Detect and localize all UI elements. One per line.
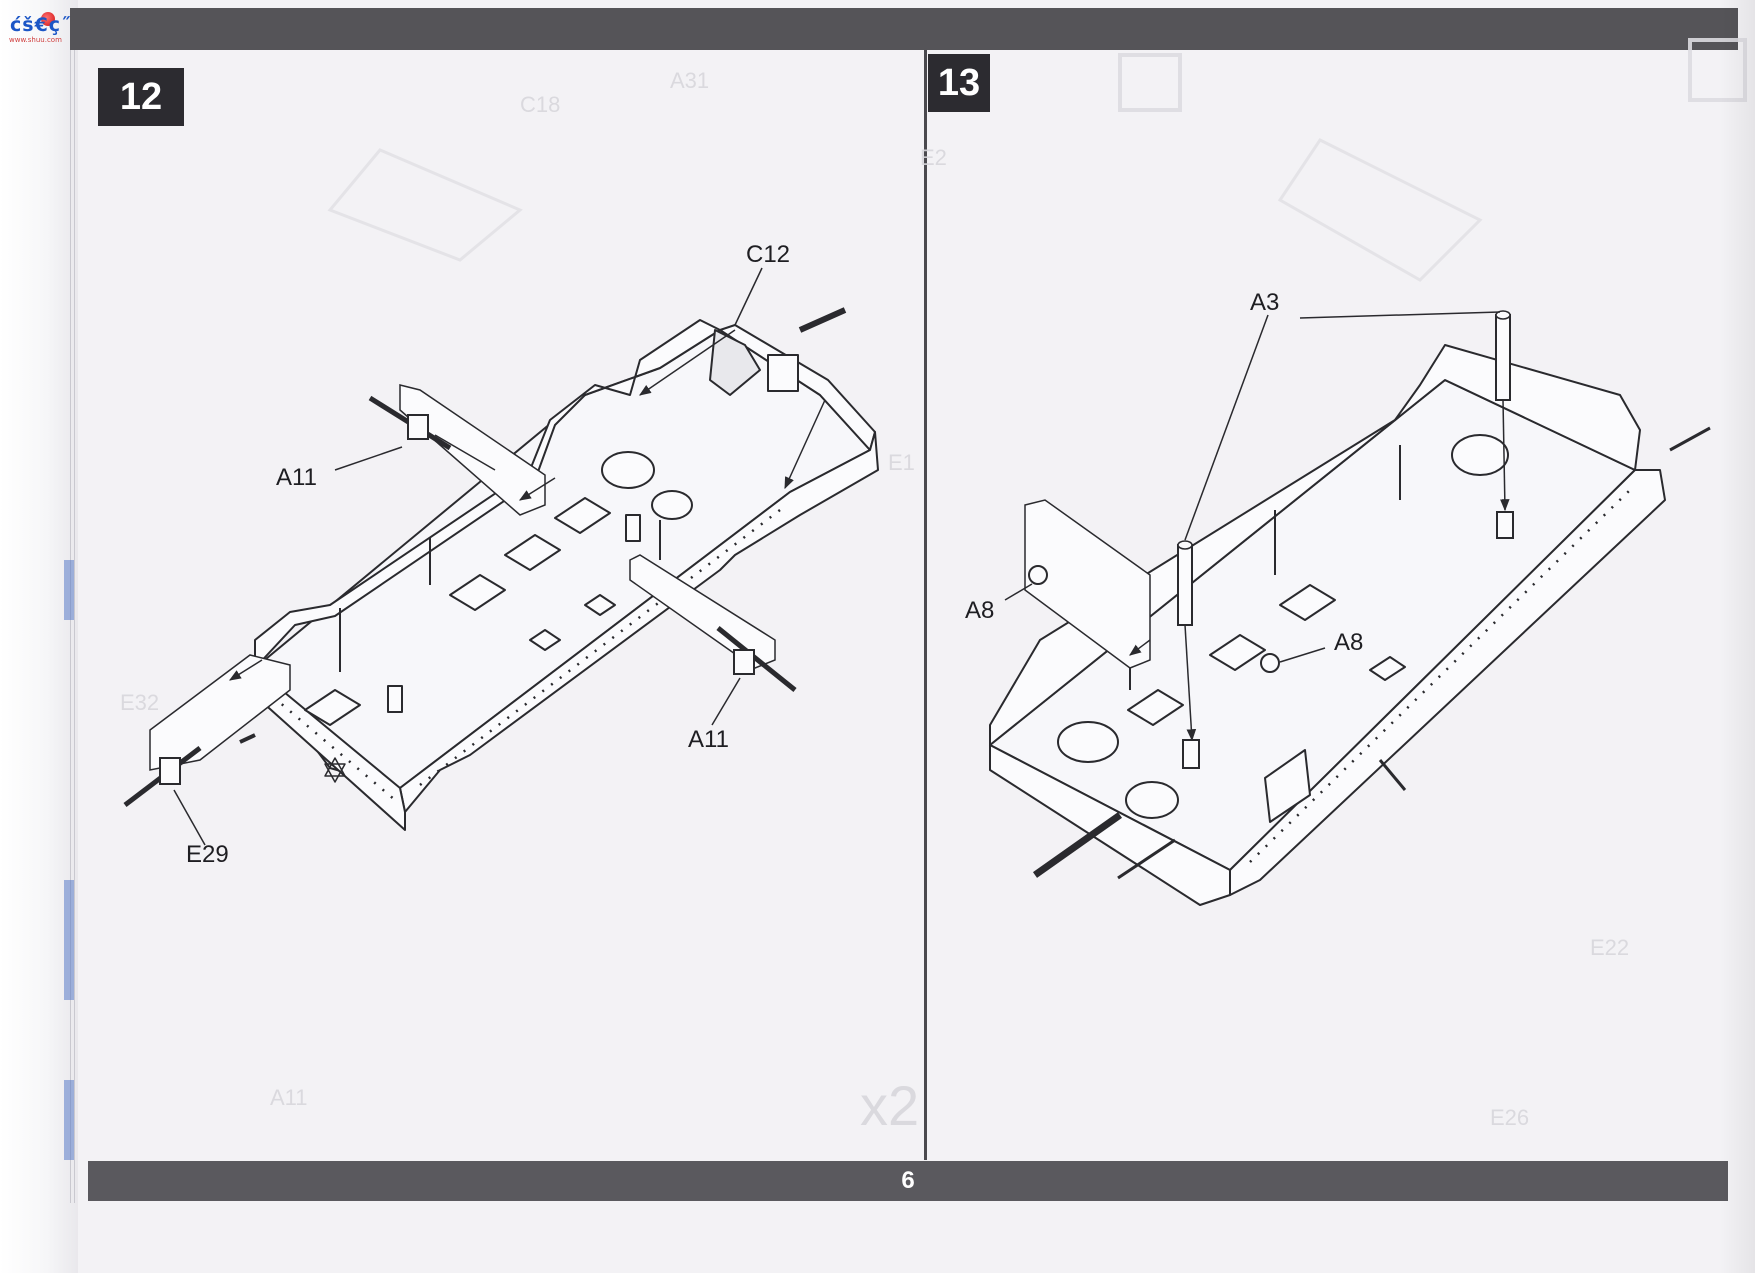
ghost-label: A11	[270, 1085, 308, 1110]
side-plate	[629, 554, 776, 669]
binding-mark	[64, 1080, 74, 1160]
binding-edge-line	[74, 40, 75, 1203]
ghost-label: x2	[860, 1074, 919, 1137]
ghost-label: E26	[1490, 1105, 1529, 1130]
part-a8-right	[1260, 653, 1280, 673]
leader-line	[711, 677, 741, 726]
top-band	[70, 8, 1738, 50]
label-a11: A11	[688, 726, 729, 753]
ghost-label: C18	[520, 92, 560, 117]
ghost-label: A31	[670, 68, 709, 93]
floor-hatch	[504, 534, 561, 571]
binding-strip	[0, 0, 78, 1273]
part-a11-upper	[368, 395, 452, 451]
floor-opening	[601, 451, 655, 489]
instruction-page: 6 12 13	[70, 8, 1738, 1208]
leader-line	[1004, 583, 1033, 601]
ghost-label: E32	[120, 690, 159, 715]
assembly-arrow	[518, 477, 556, 501]
floor-hatch	[554, 497, 611, 534]
leader-line	[334, 446, 403, 471]
step-12-labels: C12 A11 A11 E29	[186, 241, 790, 868]
part-a11-lower	[716, 626, 797, 692]
panel-divider	[924, 50, 927, 1160]
leader-line	[434, 434, 496, 471]
binding-mark	[64, 560, 74, 620]
label-e29: E29	[186, 841, 229, 868]
side-plate	[399, 384, 546, 516]
hull-right-wall	[399, 431, 879, 813]
step-12-badge: 12	[98, 68, 184, 126]
part-a3-left	[1177, 540, 1200, 769]
binding-edge-line	[70, 40, 71, 1203]
label-a3: A3	[1250, 289, 1279, 316]
hull-left-wall	[254, 319, 721, 669]
part-a3-right	[1495, 310, 1514, 539]
label-c12: C12	[746, 241, 790, 268]
step-12-hull	[239, 307, 879, 831]
step-13-callouts	[1004, 310, 1514, 769]
ghost-label: E2	[920, 145, 947, 170]
leader-line	[734, 267, 763, 326]
leader-line	[1299, 311, 1501, 319]
binding-mark	[64, 880, 74, 1000]
hull-floor	[254, 329, 871, 789]
rear-armor-plate	[1024, 499, 1151, 669]
ghost-label: E22	[1590, 935, 1629, 960]
step-12-callouts	[123, 267, 826, 846]
floor-post	[625, 514, 641, 542]
leader-line	[1184, 314, 1269, 541]
step-13-labels: A3 A8 A8	[965, 289, 1363, 656]
step-13-badge: 13	[928, 54, 990, 112]
page-number: 6	[901, 1167, 915, 1194]
hull-far-wall	[989, 344, 1641, 746]
site-watermark-logo: ćš€ç˝‘ www.shuu.com	[4, 6, 79, 44]
watermark-site-name: ćš€ç˝‘	[10, 14, 80, 36]
front-box	[767, 354, 799, 392]
label-a11: A11	[276, 464, 317, 491]
label-a8: A8	[965, 597, 994, 624]
assembly-arrow	[784, 399, 826, 490]
step-13-hull	[989, 344, 1711, 906]
part-a8-left	[1028, 565, 1048, 585]
ghost-label: E1	[888, 450, 915, 475]
bottom-band: 6	[88, 1161, 1728, 1201]
show-through-ghost: C18 A31 E2 E1 E22 E26 A11 x2 E32	[120, 38, 1747, 1137]
watermark-url: www.shuu.com	[9, 36, 62, 44]
rear-armor-plate	[149, 654, 291, 771]
part-e29	[123, 746, 202, 807]
assembly-arrow	[1129, 639, 1151, 656]
label-a8: A8	[1334, 629, 1363, 656]
hull-marking-star	[324, 757, 346, 783]
scan-edge-shadow	[1720, 0, 1755, 1273]
leader-line	[173, 789, 206, 846]
floor-hatch	[449, 574, 506, 611]
assembly-arrow	[639, 329, 736, 396]
logo-dot-icon	[41, 12, 55, 26]
assembly-arrow	[228, 659, 263, 681]
floor-hatch	[304, 689, 361, 726]
leader-line	[1279, 647, 1326, 663]
